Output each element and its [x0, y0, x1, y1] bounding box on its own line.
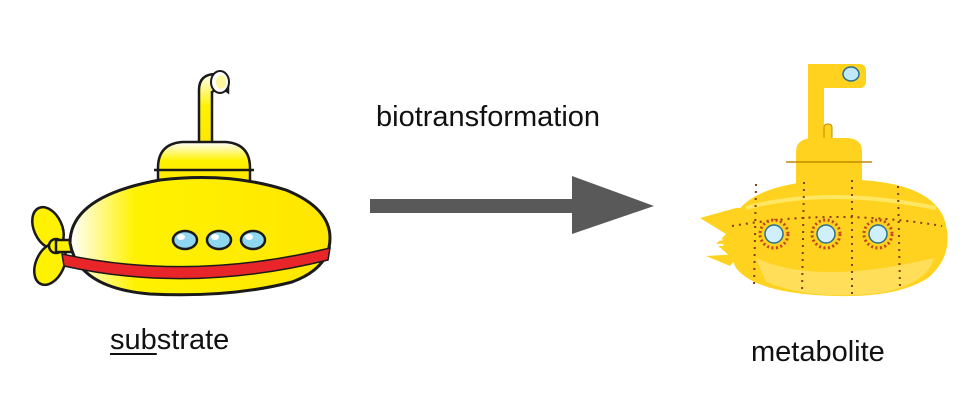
metabolite-label: metabolite	[751, 336, 885, 368]
biotransformation-label: biotransformation	[376, 101, 601, 133]
metabolite-submarine-icon: E	[700, 64, 948, 297]
substrate-label-underlined: sub	[110, 324, 157, 356]
substrate-label-rest: strate	[156, 324, 230, 356]
svg-text:E: E	[712, 230, 724, 250]
substrate-submarine-icon	[31, 70, 332, 297]
substrate-label: substrate	[110, 326, 229, 355]
right-arrow-icon	[370, 176, 654, 234]
